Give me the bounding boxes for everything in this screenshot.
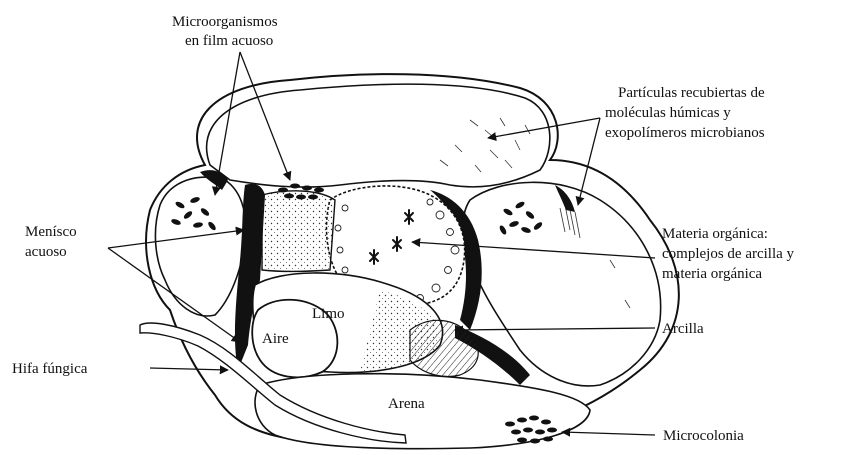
- label-arcilla: Arcilla: [662, 321, 704, 337]
- label-microcolonia: Microcolonia: [663, 428, 744, 444]
- label-menisco-1: Menísco: [25, 224, 77, 240]
- label-arena: Arena: [388, 396, 425, 412]
- label-particulas-3: exopolímeros microbianos: [605, 125, 765, 141]
- label-limo: Limo: [312, 306, 345, 322]
- label-materia-2: complejos de arcilla y: [662, 246, 795, 262]
- label-materia-1: Materia orgánica:: [662, 226, 768, 242]
- label-hifa: Hifa fúngica: [12, 361, 88, 377]
- silt-grain-upper: [262, 191, 335, 272]
- label-microorganismos-2: en film acuoso: [185, 33, 273, 49]
- label-aire: Aire: [262, 331, 289, 347]
- label-particulas-1: Partículas recubiertas de: [618, 85, 765, 101]
- label-microorganismos-1: Microorganismos: [172, 14, 278, 30]
- label-materia-3: materia orgánica: [662, 266, 762, 282]
- label-menisco-2: acuoso: [25, 244, 67, 260]
- label-particulas-2: moléculas húmicas y: [605, 105, 731, 121]
